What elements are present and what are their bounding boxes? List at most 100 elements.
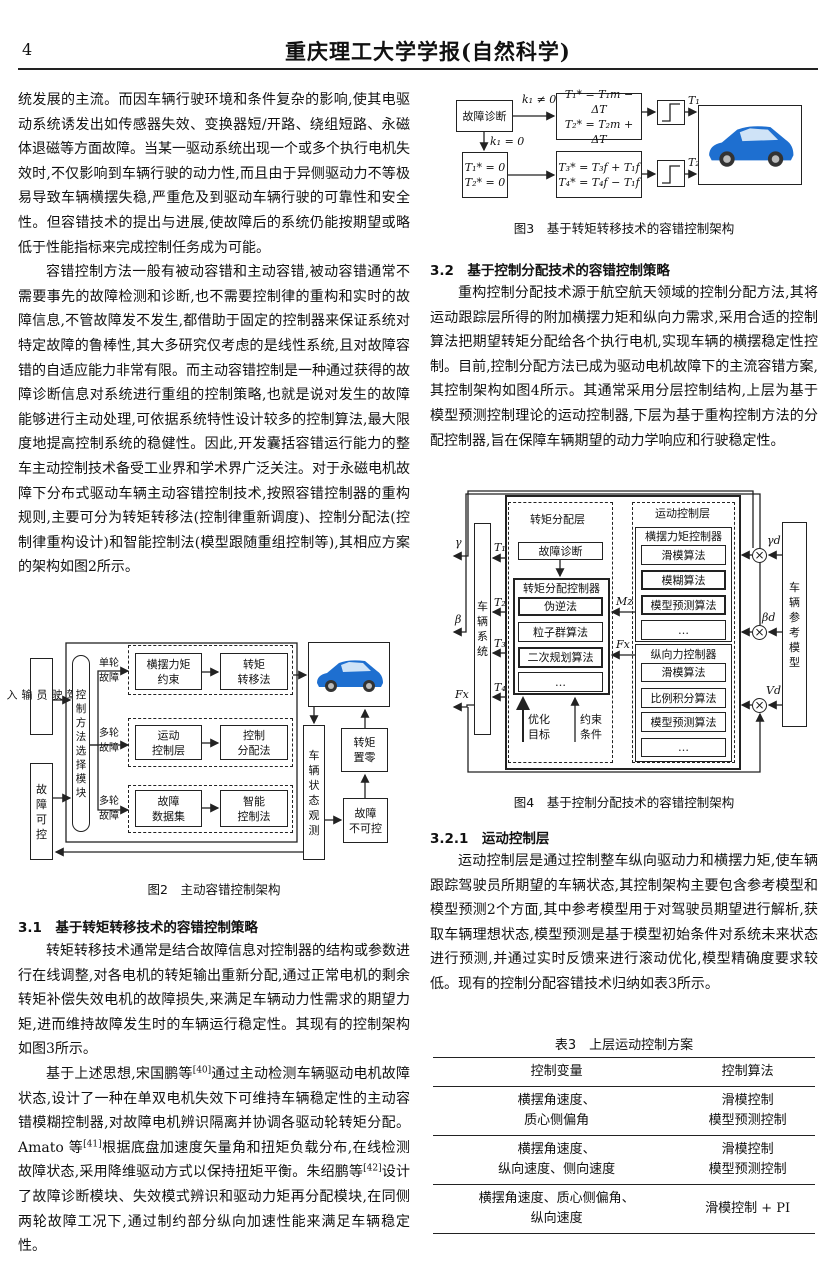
car-icon	[709, 126, 794, 167]
saturation-block	[657, 100, 685, 125]
table-header-row: 控制变量 控制算法	[433, 1058, 815, 1087]
pi-box: 比例积分算法	[641, 688, 726, 708]
t4-label: T₄	[494, 681, 506, 694]
figure-2-caption: 图2 主动容错控制架构	[147, 882, 281, 897]
fault-dataset-box: 故障 数据集	[135, 790, 202, 827]
left-column-top: 统发展的主流。而因车辆行驶环境和条件复杂的影响,使其电驱动系统诱发出如传感器失效…	[18, 88, 410, 580]
torque-zero-box: 转矩 置零	[341, 728, 388, 772]
car-icon	[317, 659, 383, 692]
vehicle-state-observer-box: 车 辆 状 态 观 测	[303, 725, 325, 860]
vehicle-system-box: 车 辆 系 统	[474, 523, 491, 735]
left-column-bottom: 转矩转移技术通常是结合故障信息对控制器的结构或参数进行在线调整,对各电机的转矩输…	[18, 939, 410, 1259]
multi-fault-label: 多轮 故障	[99, 796, 119, 822]
yaw-rate-label: γ	[455, 536, 462, 549]
dashed-group	[128, 718, 293, 767]
paragraph: 容错控制方法一般有被动容错和主动容错,被动容错通常不需要事先的故障检测和诊断,也…	[18, 264, 410, 576]
fault-diagnosis-box: 故障诊断	[456, 100, 513, 132]
citation[interactable]: [41]	[83, 1139, 102, 1150]
fault-uncontrollable-box: 故障 不可控	[343, 798, 388, 843]
equation: T₁* = T₁m − ΔT	[564, 87, 634, 116]
page-number: 4	[22, 40, 33, 59]
car-image-box	[698, 105, 802, 185]
motion-control-box: 运动 控制层	[135, 725, 202, 760]
zero-torque-box: T₁* = 0 T₂* = 0	[462, 152, 508, 198]
fuzzy-box: 模糊算法	[641, 570, 726, 590]
table-3-title: 表3 上层运动控制方案	[554, 1038, 694, 1053]
motion-layer-label: 运动控制层	[655, 507, 710, 520]
car-image-box	[308, 642, 390, 707]
multi-fault-label: 多轮 故障	[99, 728, 119, 754]
table-row: 横摆角速度、 纵向速度、侧向速度 滑模控制 模型预测控制	[433, 1136, 815, 1185]
right-column-text: 运动控制层是通过控制整车纵向驱动力和横摆力矩,使车辆跟踪驾驶员所期望的车辆状态,…	[430, 849, 818, 997]
torque-label: T₂	[688, 156, 700, 169]
control-allocation-box: 控制 分配法	[220, 725, 288, 760]
k-not-zero-label: k₁ ≠ 0	[522, 93, 557, 106]
motion-layer-group	[632, 502, 735, 763]
more-methods-box: …	[641, 738, 726, 757]
right-column-text: 重构控制分配技术源于航空航天领域的控制分配方法,其将运动跟踪层所得的附加横摆力矩…	[430, 281, 818, 453]
table-row: 横摆角速度、 质心侧偏角 滑模控制 模型预测控制	[433, 1087, 815, 1136]
sideslip-label: β	[455, 613, 462, 626]
dashed-group	[128, 785, 293, 833]
yaw-controller-label: 横摆力矩控制器	[645, 530, 722, 543]
summing-junction: ×	[752, 625, 767, 640]
longitudinal-controller-label: 纵向力控制器	[650, 648, 717, 661]
t1-label: T₁	[494, 541, 506, 554]
k-zero-label: k₁ = 0	[490, 135, 525, 148]
paragraph: 基于上述思想,宋国鹏等[40]通过主动检测车辆驱动电机故障状态,设计了一种在单双…	[18, 1062, 410, 1259]
equation: T₂* = T₂m + ΔT	[564, 117, 634, 146]
paragraph: 重构控制分配技术源于航空航天领域的控制分配方法,其将运动跟踪层所得的附加横摆力矩…	[430, 285, 818, 449]
header-cell: 控制变量	[530, 1064, 583, 1079]
text: 通过主动检测车辆驱动电机故障状态,设计了一种在单双电机失效下可维持车辆稳定性的主…	[18, 1065, 411, 1156]
intelligent-control-box: 智能 控制法	[220, 790, 288, 827]
cell: 滑模控制 + PI	[705, 1201, 791, 1216]
header-rule	[18, 68, 818, 70]
method-selector-box: 控 制 方 法 选 择 模 块	[72, 655, 90, 832]
paragraph: 转矩转移技术通常是结合故障信息对控制器的结构或参数进行在线调整,对各电机的转矩输…	[18, 943, 410, 1058]
reference-model-box: 车 辆 参 考 模 型	[782, 522, 807, 727]
cell: 横摆角速度、 纵向速度、侧向速度	[498, 1142, 616, 1177]
torque-label: T₁	[688, 94, 700, 107]
dashed-group	[128, 645, 293, 695]
allocation-controller-label: 转矩分配控制器	[523, 582, 600, 595]
equation: T₃* = T₃f + T₁f	[558, 160, 640, 174]
t3-label: T₃	[494, 637, 506, 650]
constraint-label: 约束 条件	[580, 713, 602, 741]
mpc-box: 模型预测算法	[641, 595, 726, 615]
fault-controllable-box: 故 障 可 控	[30, 763, 53, 860]
saturation-block	[657, 160, 685, 187]
equation: T₂* = 0	[464, 176, 506, 189]
section-3-1-heading: 3.1 基于转矩转移技术的容错控制策略	[18, 920, 258, 936]
mpc-box: 模型预测算法	[641, 712, 726, 732]
cell: 滑模控制 模型预测控制	[708, 1093, 787, 1128]
figure-3-caption: 图3 基于转矩转移技术的容错控制架构	[513, 221, 735, 236]
allocation-layer-group	[508, 502, 613, 763]
fault-diagnosis-box: 故障诊断	[518, 542, 603, 560]
more-methods-box: …	[518, 672, 603, 692]
quadratic-programming-box: 二次规划算法	[518, 647, 603, 668]
optimization-objective-label: 优化 目标	[528, 713, 550, 741]
fx-demand-label: Fx	[616, 638, 630, 651]
more-methods-box: …	[641, 620, 726, 640]
yaw-moment-constraint-box: 横摆力矩 约束	[135, 653, 202, 690]
desired-yaw-rate-label: γd	[767, 534, 781, 547]
sliding-mode-box: 滑模算法	[641, 663, 726, 682]
text: 根据底盘加速度矢量角和扭矩负载分布,在线检测故障状态,采用降维驱动方式以保持扭矩…	[18, 1139, 410, 1181]
mz-label: Mz	[616, 595, 634, 608]
table-row: 横摆角速度、质心侧偏角、 纵向速度 滑模控制 + PI	[433, 1185, 815, 1234]
section-3-2-1-heading: 3.2.1 运动控制层	[430, 831, 550, 847]
driver-input-box: 驾 驶 员 输 入	[5, 658, 78, 735]
paragraph: 统发展的主流。而因车辆行驶环境和条件复杂的影响,使其电驱动系统诱发出如传感器失效…	[18, 92, 410, 256]
pseudo-inverse-box: 伪逆法	[518, 597, 603, 616]
text: 设计了故障诊断模块、失效模式辨识和驱动力矩再分配模块,在同侧两轮故障工况下,通过…	[18, 1164, 410, 1255]
torque-transfer-box: 转矩 转移法	[220, 653, 288, 690]
equation: T₁* = 0	[464, 161, 506, 174]
cell: 滑模控制 模型预测控制	[708, 1142, 787, 1177]
summing-junction: ×	[752, 698, 767, 713]
sliding-mode-box: 滑模算法	[641, 545, 726, 565]
citation[interactable]: [42]	[363, 1163, 382, 1174]
table-3: 控制变量 控制算法 横摆角速度、 质心侧偏角 滑模控制 模型预测控制 横摆角速度…	[433, 1057, 815, 1234]
citation[interactable]: [40]	[192, 1065, 212, 1076]
